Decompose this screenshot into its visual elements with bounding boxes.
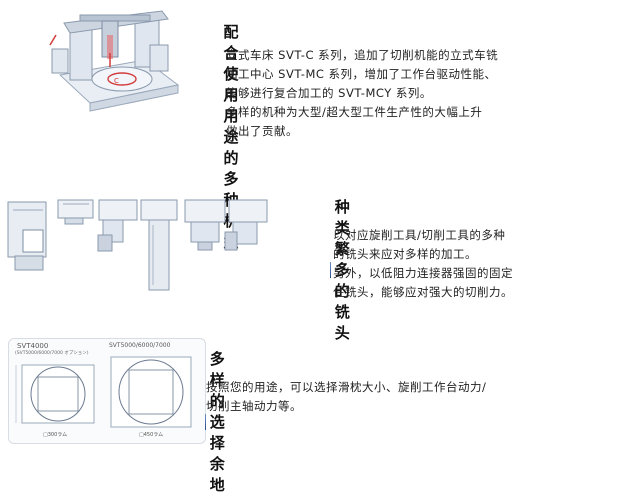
- body-line: 立式车床 SVT-C 系列，追加了切削机能的立式车铣: [226, 46, 498, 65]
- ram-size-figure: SVT4000 (SVT5000/6000/7000 オプション) □300ラム…: [8, 338, 206, 444]
- ram-diagram-left: [14, 359, 104, 429]
- section-title-text: 多样的选择余地: [210, 348, 229, 495]
- ram-caption-left: □300ラム: [43, 431, 67, 438]
- svg-text:C: C: [114, 77, 119, 85]
- body-line: 做出了贡献。: [226, 122, 498, 141]
- body-line: 以对应旋削工具/切削工具的多种: [333, 226, 513, 245]
- body-line: 住铣头，能够应对强大的切削力。: [333, 283, 513, 302]
- machine-illustration: C: [50, 5, 180, 115]
- ram-sublabel-left: (SVT5000/6000/7000 オプション): [15, 350, 89, 356]
- section-title: 多样的选择余地: [205, 348, 229, 495]
- body-line: 加工中心 SVT-MC 系列，增加了工作台驱动性能、: [226, 65, 498, 84]
- body-line: 多样的机种为大型/超大型工件生产性的大幅上升: [226, 103, 498, 122]
- milling-heads-illustration: [3, 190, 273, 305]
- section-body: 按照您的用途，可以选择滑枕大小、旋削工作台动力/ 切削主轴动力等。: [206, 378, 486, 416]
- body-line: 切削主轴动力等。: [206, 397, 486, 416]
- ram-label-left: SVT4000: [17, 342, 48, 350]
- section-body: 以对应旋削工具/切削工具的多种 的铣头来应对多样的加工。 另外，以低阻力连接器强…: [333, 226, 513, 302]
- ram-caption-right: □450ラム: [139, 431, 163, 438]
- ram-diagram-right: [109, 355, 199, 427]
- body-line: 的铣头来应对多样的加工。: [333, 245, 513, 264]
- body-line: 按照您的用途，可以选择滑枕大小、旋削工作台动力/: [206, 378, 486, 397]
- section-body: 立式车床 SVT-C 系列，追加了切削机能的立式车铣 加工中心 SVT-MC 系…: [226, 46, 498, 141]
- ram-label-right: SVT5000/6000/7000: [109, 342, 170, 349]
- title-bar: [330, 262, 331, 278]
- body-line: 能够进行复合加工的 SVT-MCY 系列。: [226, 84, 498, 103]
- body-line: 另外，以低阻力连接器强固的固定: [333, 264, 513, 283]
